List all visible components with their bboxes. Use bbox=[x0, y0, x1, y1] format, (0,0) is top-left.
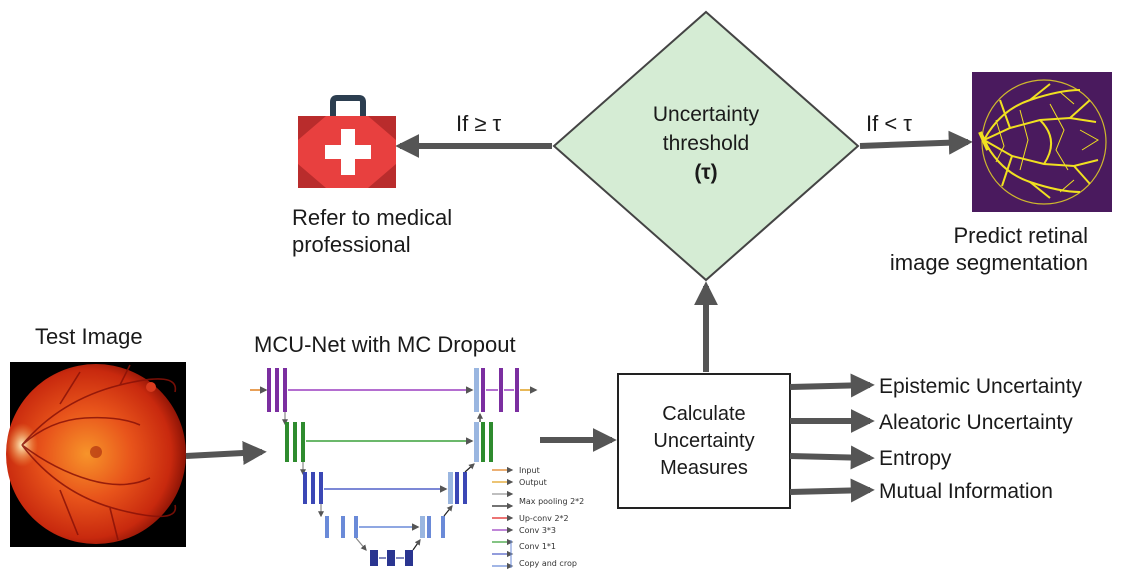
diamond-line-1: Uncertainty bbox=[652, 103, 760, 126]
unet-architecture bbox=[250, 368, 538, 566]
legend-conv3: Conv 3*3 bbox=[519, 526, 556, 535]
calc-line-1: Calculate bbox=[662, 403, 746, 425]
legend-output: Output bbox=[519, 478, 547, 487]
diamond-line-2: threshold bbox=[662, 132, 750, 155]
predict-line-2: image segmentation bbox=[889, 250, 1088, 275]
left-condition: If ≥ τ bbox=[456, 111, 502, 136]
predict-label: Predict retinal image segmentation bbox=[888, 222, 1088, 276]
threshold-diamond bbox=[552, 10, 860, 282]
segmentation-image bbox=[972, 72, 1112, 212]
measure-entropy: Entropy bbox=[879, 447, 952, 470]
legend-maxpool: Max pooling 2*2 bbox=[519, 497, 584, 506]
calc-line-3: Measures bbox=[660, 457, 748, 479]
legend-input: Input bbox=[519, 466, 540, 475]
arrow-entropy bbox=[789, 445, 875, 470]
test-image-label: Test Image bbox=[35, 324, 143, 349]
network-label: MCU-Net with MC Dropout bbox=[254, 332, 516, 357]
right-condition: If < τ bbox=[866, 111, 912, 136]
legend-copy-crop: Copy and crop bbox=[519, 559, 577, 568]
arrow-image-to-network bbox=[185, 441, 267, 465]
legend-upconv: Up-conv 2*2 bbox=[519, 514, 569, 523]
refer-label: Refer to medical professional bbox=[292, 204, 452, 258]
calc-box bbox=[617, 373, 791, 509]
arrow-to-predict bbox=[859, 130, 973, 155]
predict-line-1: Predict retinal bbox=[953, 223, 1088, 248]
measure-mutual-information: Mutual Information bbox=[879, 480, 1053, 503]
calc-box-label: Calculate Uncertainty Measures bbox=[618, 401, 790, 482]
measure-aleatoric: Aleatoric Uncertainty bbox=[879, 411, 1073, 434]
calc-line-2: Uncertainty bbox=[653, 430, 755, 452]
diamond-line-3: (τ) bbox=[694, 161, 718, 184]
measure-epistemic: Epistemic Uncertainty bbox=[879, 375, 1083, 398]
unet-legend: Input Output Max pooling 2*2 Up-conv 2*2… bbox=[492, 466, 584, 570]
retina-fundus-image bbox=[6, 362, 186, 547]
arrow-epistemic bbox=[789, 373, 875, 398]
arrow-mutual-info bbox=[789, 478, 875, 503]
refer-line-1: Refer to medical bbox=[292, 205, 453, 230]
diamond-label: Uncertainty threshold (τ) bbox=[626, 100, 786, 187]
refer-line-2: professional bbox=[292, 232, 411, 257]
medical-kit-icon bbox=[298, 95, 396, 188]
legend-conv1: Conv 1*1 bbox=[519, 542, 556, 551]
